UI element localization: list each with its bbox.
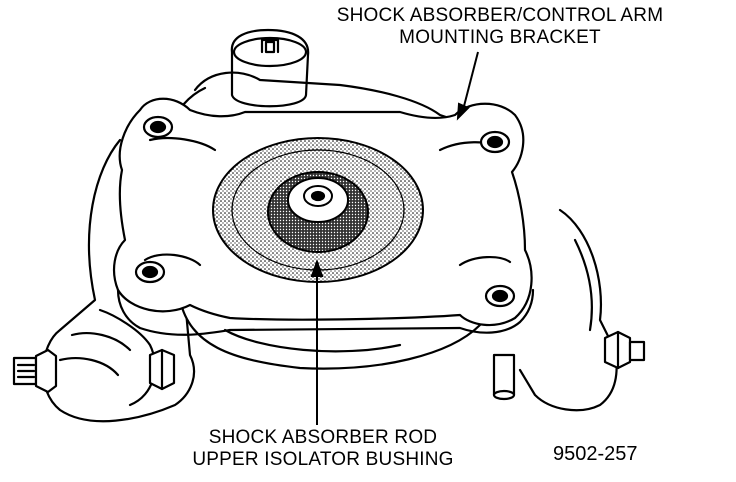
plate-bolt-hole-tr	[479, 130, 511, 154]
plate-bolt-hole-bl	[134, 260, 166, 284]
right-bolt	[603, 330, 646, 370]
bushing-label-line1: SHOCK ABSORBER ROD	[208, 427, 438, 448]
bracket-arrowhead	[456, 102, 470, 121]
bushing-callout-label: SHOCK ABSORBER ROD UPPER ISOLATOR BUSHIN…	[188, 427, 458, 471]
right-stud	[492, 353, 516, 401]
bushing-arrowhead	[310, 259, 324, 277]
left-bolt	[12, 348, 58, 394]
top-stud-boss	[230, 28, 310, 108]
figure-number: 9502-257	[553, 443, 638, 465]
leader-lines	[310, 51, 479, 425]
bracket-leader	[462, 51, 479, 111]
bushing-label-line2: UPPER ISOLATOR BUSHING	[192, 449, 454, 470]
bracket-callout-label: SHOCK ABSORBER/CONTROL ARM MOUNTING BRAC…	[300, 5, 700, 49]
plate-bolt-hole-br	[484, 284, 516, 308]
bracket-label-line1: SHOCK ABSORBER/CONTROL ARM	[336, 5, 664, 26]
bracket-label-line2: MOUNTING BRACKET	[399, 27, 601, 48]
left-nut	[148, 348, 176, 391]
isolator-disc	[212, 137, 424, 283]
right-arm	[518, 208, 618, 412]
plate-bolt-hole-tl	[142, 115, 174, 139]
